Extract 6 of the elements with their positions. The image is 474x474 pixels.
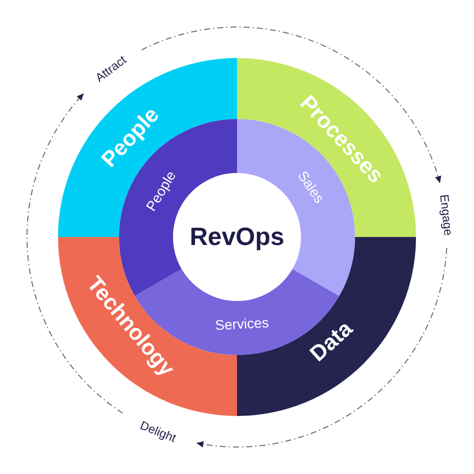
center-title: RevOps [190,224,284,250]
cycle-arrow [141,26,441,184]
segment-label: Services [214,315,269,333]
cycle-arrow [196,248,448,448]
cycle-arrow [26,93,124,414]
stage-label: Engage [437,194,454,236]
